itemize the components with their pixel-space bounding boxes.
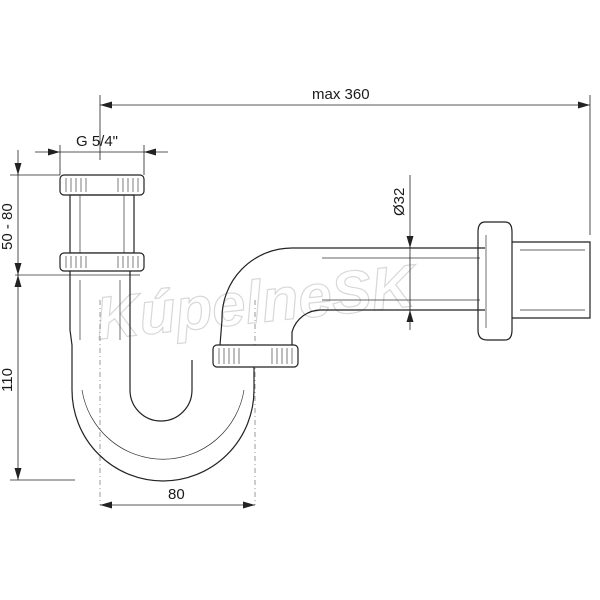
inlet-assembly (59, 174, 145, 272)
trap-body (69, 221, 591, 482)
dimension-offset: 80 (100, 486, 255, 509)
dim-label-offset: 80 (168, 486, 185, 503)
dim-label-overall-length: max 360 (312, 86, 370, 103)
dimension-overall-length: max 360 (99, 86, 591, 235)
dim-label-diameter: Ø32 (391, 188, 408, 216)
dimension-trap-depth: 110 (0, 275, 75, 481)
dimension-diameter: Ø32 (391, 175, 414, 330)
center-lines (15, 274, 256, 505)
dim-label-trap-depth: 110 (0, 368, 16, 392)
dimension-adjustable-height: 50 - 80 (0, 150, 60, 275)
dimension-thread: G 5/4" (35, 133, 168, 175)
dim-label-thread: G 5/4" (76, 133, 118, 150)
dim-label-adjustable-height: 50 - 80 (0, 203, 16, 250)
outlet-nut (212, 344, 299, 368)
